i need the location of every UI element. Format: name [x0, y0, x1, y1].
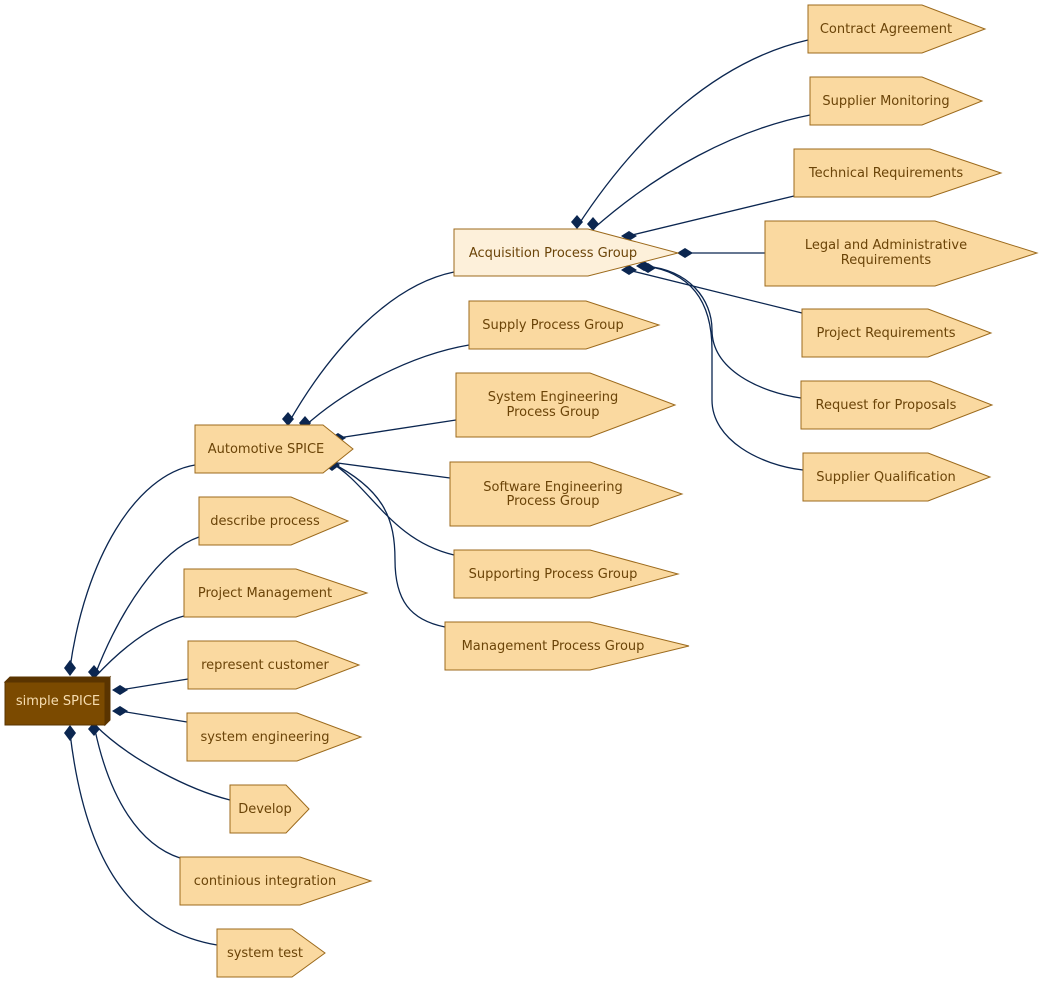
diamond-icon [587, 217, 599, 231]
node-system-engineering-process-group[interactable]: System Engineering Process Group [455, 372, 677, 438]
node-label: system engineering [201, 730, 330, 745]
edge-root-automotive-spice [69, 464, 196, 669]
node-continious-integration[interactable]: continious integration [179, 856, 373, 906]
edge-aspice-supply [304, 344, 470, 427]
node-label: Process Group [506, 405, 599, 420]
node-label: Requirements [841, 253, 932, 268]
node-label: Develop [238, 802, 292, 817]
node-label: Supply Process Group [482, 318, 623, 333]
root-node-side [104, 675, 111, 727]
node-label: Request for Proposals [816, 398, 957, 413]
diamond-icon [112, 706, 128, 716]
node-label: Technical Requirements [808, 166, 963, 181]
node-label: Supplier Monitoring [822, 94, 949, 109]
diamond-icon [571, 215, 583, 229]
node-develop[interactable]: Develop [229, 784, 310, 834]
edge-aspice-acquisition [287, 271, 455, 425]
node-supporting-process-group[interactable]: Supporting Process Group [453, 549, 680, 599]
edge-acq-technical-requirements [627, 195, 795, 237]
node-contract-agreement[interactable]: Contract Agreement [807, 4, 987, 54]
edge-root-develop [94, 724, 231, 801]
edge-acq-contract-agreement [576, 39, 809, 228]
node-request-for-proposals[interactable]: Request for Proposals [800, 380, 994, 430]
diamond-icon [88, 665, 100, 679]
diamond-icon [282, 412, 294, 426]
node-technical-requirements[interactable]: Technical Requirements [793, 148, 1003, 198]
diamond-icon [621, 265, 637, 275]
diamond-icon [64, 660, 76, 676]
edges [69, 39, 811, 946]
node-label: Acquisition Process Group [469, 246, 637, 261]
edge-aspice-supporting [329, 461, 455, 556]
edge-root-continious-integration [94, 729, 181, 859]
edge-root-describe-process [94, 536, 200, 676]
node-label: Legal and Administrative [805, 238, 967, 253]
edge-root-system-test [69, 732, 218, 946]
node-label: Supporting Process Group [469, 567, 638, 582]
node-represent-customer[interactable]: represent customer [187, 640, 361, 690]
diamond-icon [112, 685, 128, 695]
node-label: System Engineering [488, 390, 619, 405]
node-label: system test [227, 946, 303, 961]
node-software-engineering-process-group[interactable]: Software Engineering Process Group [449, 461, 684, 527]
node-supplier-monitoring[interactable]: Supplier Monitoring [809, 76, 984, 126]
node-label: Contract Agreement [820, 22, 952, 37]
edge-acq-request-for-proposals [644, 265, 802, 399]
root-node-simple-spice[interactable]: simple SPICE [3, 675, 112, 727]
root-node-label: simple SPICE [16, 694, 100, 709]
edge-root-represent-customer [119, 678, 189, 691]
edge-root-system-engineering [119, 710, 188, 723]
edge-aspice-management [329, 461, 446, 628]
node-legal-and-administrative-requirements[interactable]: Legal and Administrative Requirements [764, 220, 1039, 287]
node-system-test[interactable]: system test [216, 928, 326, 978]
node-label: Supplier Qualification [816, 470, 956, 485]
node-supply-process-group[interactable]: Supply Process Group [468, 300, 661, 350]
node-system-engineering[interactable]: system engineering [186, 712, 363, 762]
node-label: represent customer [201, 658, 329, 673]
node-label: describe process [210, 514, 320, 529]
diamond-icon [640, 263, 656, 273]
diamond-icon [64, 725, 76, 741]
node-project-requirements[interactable]: Project Requirements [801, 308, 993, 358]
node-label: Automotive SPICE [208, 442, 325, 457]
node-label: Software Engineering [483, 480, 622, 495]
node-label: Project Requirements [817, 326, 956, 341]
node-label: continious integration [194, 874, 336, 889]
node-management-process-group[interactable]: Management Process Group [444, 621, 690, 671]
edge-acq-project-requirements [627, 269, 803, 314]
edge-aspice-system-engineering-pg [337, 419, 457, 439]
node-label: Management Process Group [462, 639, 645, 654]
node-supplier-qualification[interactable]: Supplier Qualification [802, 452, 992, 502]
node-acquisition-process-group[interactable]: Acquisition Process Group [453, 228, 680, 277]
node-label: Process Group [506, 494, 599, 509]
node-project-management[interactable]: Project Management [183, 568, 369, 618]
node-label: Project Management [198, 586, 332, 601]
edge-aspice-software-engineering-pg [329, 461, 451, 479]
edge-root-project-management [94, 615, 185, 678]
edge-acq-supplier-monitoring [592, 114, 811, 230]
edge-acq-supplier-qualification [644, 265, 804, 471]
node-automotive-spice[interactable]: Automotive SPICE [194, 424, 354, 474]
diamond-icon [677, 248, 693, 258]
node-describe-process[interactable]: describe process [198, 496, 350, 546]
root-node-top [3, 676, 112, 683]
